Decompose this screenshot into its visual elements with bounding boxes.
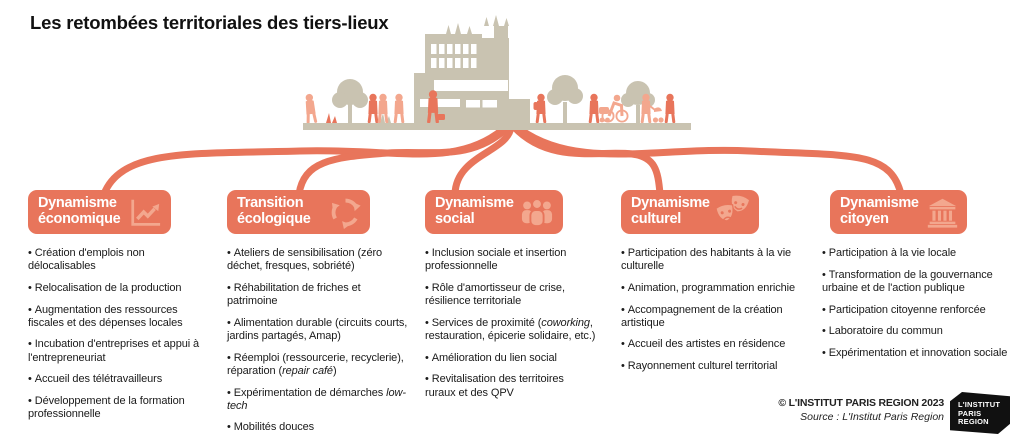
benefit-item: Transformation de la gouvernance urbaine… <box>822 269 1014 295</box>
category-box-ecologique: Transition écologique <box>227 190 370 234</box>
category-title: Dynamisme social <box>435 195 514 227</box>
category-column-culturel: Dynamisme culturel Participation des hab… <box>621 190 798 382</box>
category-title: Dynamisme culturel <box>631 195 710 227</box>
category-title: Transition écologique <box>237 195 311 227</box>
benefit-item: Ateliers de sensibilisation (zéro déchet… <box>227 247 411 273</box>
benefit-item: Développement de la formation profession… <box>28 395 204 421</box>
logo-line: PARIS <box>958 408 982 418</box>
benefit-list: Inclusion sociale et insertion professio… <box>425 247 597 400</box>
benefit-item: Rôle d'amortisseur de crise, résilience … <box>425 282 597 308</box>
category-column-ecologique: Transition écologique Ateliers de sensib… <box>227 190 411 443</box>
category-box-economique: Dynamisme économique <box>28 190 171 234</box>
ground-line <box>303 123 691 130</box>
grass-tuft-icon <box>326 113 337 123</box>
benefit-list: Ateliers de sensibilisation (zéro déchet… <box>227 247 411 435</box>
benefit-item: Incubation d'entreprises et appui à l'en… <box>28 338 204 364</box>
benefit-item: Réhabilitation de friches et patrimoine <box>227 282 411 308</box>
benefit-item: Relocalisation de la production <box>28 282 204 295</box>
benefit-item: Augmentation des ressources fiscales et … <box>28 304 204 330</box>
source-text: Source : L'Institut Paris Region <box>800 410 944 423</box>
category-column-social: Dynamisme social Inclusion sociale et in… <box>425 190 597 408</box>
benefit-item: Création d'emplois non délocalisables <box>28 247 204 273</box>
benefit-item: Participation à la vie locale <box>822 247 1014 260</box>
benefit-list: Participation des habitants à la vie cul… <box>621 247 798 373</box>
benefit-item: Mobilités douces <box>227 421 411 434</box>
benefit-item: Participation citoyenne renforcée <box>822 304 1014 317</box>
category-box-culturel: Dynamisme culturel <box>621 190 759 234</box>
recycle-icon <box>331 198 361 229</box>
category-title: Dynamisme citoyen <box>840 195 919 227</box>
logo-line: L'INSTITUT <box>958 400 1001 409</box>
category-column-economique: Dynamisme économique Création d'emplois … <box>28 190 204 430</box>
benefit-item: Rayonnement culturel territorial <box>621 360 798 373</box>
benefit-item: Inclusion sociale et insertion professio… <box>425 247 597 273</box>
logo-line: REGION <box>958 417 989 427</box>
benefit-item: Accueil des télétravailleurs <box>28 373 204 386</box>
benefit-item: Revitalisation des territoires ruraux et… <box>425 373 597 399</box>
benefit-item: Services de proximité (coworking, restau… <box>425 317 597 343</box>
theater-masks-icon <box>714 195 749 222</box>
credits: © L'INSTITUT PARIS REGION 2023 Source : … <box>778 397 944 424</box>
benefit-item: Animation, programmation enrichie <box>621 282 798 295</box>
benefit-item: Amélioration du lien social <box>425 352 597 365</box>
tree-icon <box>332 75 655 124</box>
third-place-building-illustration <box>303 15 691 130</box>
benefit-item: Participation des habitants à la vie cul… <box>621 247 798 273</box>
copyright-text: © L'INSTITUT PARIS REGION 2023 <box>778 397 944 409</box>
category-title: Dynamisme économique <box>38 195 121 227</box>
page-title: Les retombées territoriales des tiers-li… <box>30 12 389 33</box>
building-windows <box>420 44 508 108</box>
benefit-list: Création d'emplois non délocalisablesRel… <box>28 247 204 421</box>
benefit-item: Alimentation durable (circuits courts, j… <box>227 317 411 343</box>
people-silhouettes <box>303 90 676 124</box>
cyclist-icon <box>601 94 629 123</box>
people-group-icon <box>521 198 553 228</box>
category-box-citoyen: Dynamisme citoyen <box>830 190 967 234</box>
benefit-item: Laboratoire du commun <box>822 325 1014 338</box>
bank-building-icon <box>927 198 958 228</box>
benefit-item: Accueil des artistes en résidence <box>621 338 798 351</box>
benefit-list: Participation à la vie localeTransformat… <box>822 247 1014 360</box>
line-chart-up-icon <box>131 199 161 226</box>
institut-paris-region-logo: L'INSTITUT PARIS REGION <box>950 392 1010 434</box>
benefit-item: Expérimentation et innovation sociale <box>822 347 1014 360</box>
category-box-social: Dynamisme social <box>425 190 563 234</box>
benefit-item: Accompagnement de la création artistique <box>621 304 798 330</box>
benefit-item: Expérimentation de démarches low-tech <box>227 387 411 413</box>
benefit-item: Réemploi (ressourcerie, recyclerie), rép… <box>227 352 411 378</box>
category-column-citoyen: Dynamisme citoyen Participation à la vie… <box>822 190 1014 369</box>
